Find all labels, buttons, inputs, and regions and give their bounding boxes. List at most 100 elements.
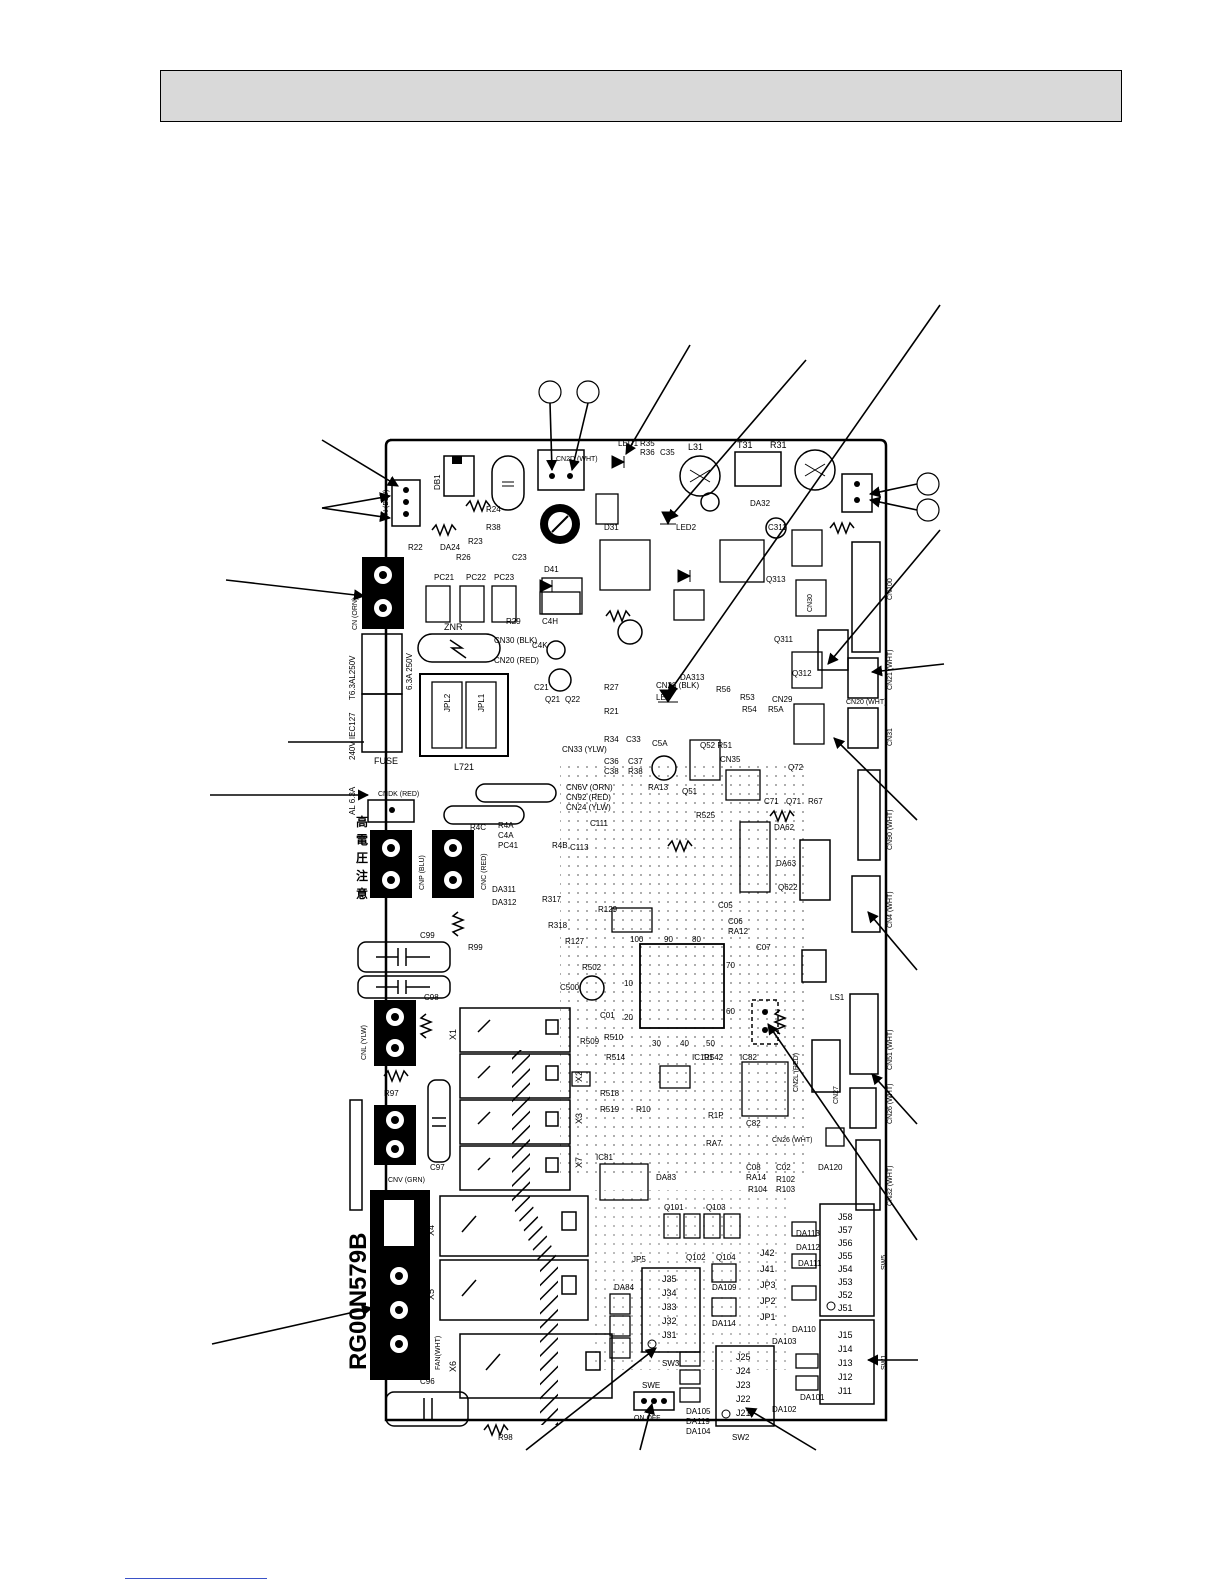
- svg-text:C21: C21: [534, 683, 549, 692]
- hv-caution: 高 電 圧 注 意: [356, 814, 368, 901]
- trace-area: [560, 760, 810, 1180]
- sw2-switch: J25 J24 J23 J22 J21 SW2: [715, 1345, 775, 1442]
- svg-text:J23: J23: [736, 1380, 751, 1390]
- svg-text:JP3: JP3: [760, 1280, 776, 1290]
- jumper-pads: [443, 783, 557, 825]
- terminal-labels: CNP (BLU) CNC (RED) CNL (YLW) CNV (GRN) …: [361, 853, 488, 1370]
- svg-text:50: 50: [706, 1039, 715, 1048]
- svg-text:X3: X3: [574, 1113, 584, 1124]
- sw5-switch: J58 J57 J56 J55 J54 J53 J52 J51 SW5: [819, 1203, 888, 1317]
- svg-text:C36: C36: [604, 757, 619, 766]
- svg-text:CN28 (BLK): CN28 (BLK): [656, 681, 699, 690]
- terminal-cnv: [374, 1105, 416, 1165]
- svg-text:CN51 (WHT): CN51 (WHT): [887, 1030, 894, 1070]
- svg-text:PC23: PC23: [494, 573, 515, 582]
- svg-text:RA14: RA14: [746, 1173, 767, 1182]
- svg-text:L31: L31: [688, 442, 703, 452]
- svg-text:CN30: CN30: [807, 594, 814, 612]
- svg-text:R129: R129: [598, 905, 618, 914]
- svg-text:CN33 (YLW): CN33 (YLW): [562, 745, 607, 754]
- board-model-id: RG00N579B: [345, 1233, 372, 1370]
- svg-text:IC82: IC82: [740, 1053, 757, 1062]
- svg-text:X5: X5: [426, 1289, 436, 1300]
- svg-text:JP2: JP2: [760, 1296, 776, 1306]
- misc-components: [425, 493, 845, 1403]
- led1-diode: [611, 455, 626, 469]
- svg-text:圧: 圧: [356, 851, 368, 865]
- svg-text:CN26 (WHT): CN26 (WHT): [772, 1137, 812, 1144]
- svg-text:J51: J51: [838, 1303, 853, 1313]
- svg-text:注: 注: [356, 868, 368, 883]
- svg-text:Q71: Q71: [786, 797, 802, 806]
- svg-text:DA111: DA111: [798, 1259, 822, 1268]
- svg-text:R34: R34: [604, 735, 619, 744]
- svg-text:J31: J31: [662, 1330, 677, 1340]
- svg-text:R102: R102: [776, 1175, 796, 1184]
- svg-text:J11: J11: [838, 1386, 852, 1396]
- footer-link-underline[interactable]: [125, 1578, 267, 1579]
- svg-text:R509: R509: [580, 1037, 600, 1046]
- svg-text:J13: J13: [838, 1358, 853, 1368]
- svg-text:C5A: C5A: [652, 739, 668, 748]
- svg-text:SW2: SW2: [732, 1433, 750, 1442]
- znr-varistor: ZNR: [417, 622, 501, 663]
- svg-text:高: 高: [356, 814, 368, 829]
- svg-text:R4C: R4C: [470, 823, 486, 832]
- svg-text:20: 20: [624, 1013, 633, 1022]
- svg-text:70: 70: [726, 961, 735, 970]
- svg-text:電: 電: [356, 833, 368, 847]
- terminal-cnl: [374, 1000, 416, 1066]
- svg-text:C500: C500: [560, 983, 580, 992]
- svg-text:CN26 (WHT): CN26 (WHT): [887, 1084, 894, 1124]
- svg-text:R54: R54: [742, 705, 757, 714]
- svg-text:X6: X6: [448, 1361, 458, 1372]
- svg-text:90: 90: [664, 935, 673, 944]
- svg-text:C111: C111: [590, 819, 608, 828]
- svg-text:RA12: RA12: [728, 927, 749, 936]
- svg-text:CNDK (RED): CNDK (RED): [378, 791, 419, 798]
- svg-text:CN (ORN): CN (ORN): [352, 598, 359, 630]
- svg-text:CN (BLU): CN (BLU): [383, 490, 390, 520]
- svg-text:R103: R103: [776, 1185, 796, 1194]
- svg-text:C97: C97: [430, 1163, 445, 1172]
- svg-text:RA7: RA7: [706, 1139, 722, 1148]
- right-connectors: [799, 541, 881, 1211]
- svg-text:R519: R519: [600, 1105, 620, 1114]
- svg-text:R35: R35: [640, 439, 655, 448]
- svg-text:J54: J54: [838, 1264, 853, 1274]
- svg-text:LED: LED: [656, 693, 672, 702]
- svg-text:DB1: DB1: [433, 474, 442, 490]
- svg-text:DA83: DA83: [656, 1173, 677, 1182]
- svg-text:JP5: JP5: [632, 1255, 646, 1264]
- svg-text:R38: R38: [486, 523, 501, 532]
- svg-text:LED2: LED2: [676, 523, 697, 532]
- svg-text:CN27: CN27: [833, 1086, 840, 1104]
- svg-text:Q51: Q51: [682, 787, 698, 796]
- svg-text:DA63: DA63: [776, 859, 797, 868]
- svg-text:DA110: DA110: [792, 1325, 816, 1334]
- svg-text:R10: R10: [636, 1105, 651, 1114]
- svg-text:R525: R525: [696, 811, 716, 820]
- d31-diode: [677, 569, 692, 583]
- ic101-mcu: 100 90 80 70 60 50 40 30 20 10: [624, 935, 735, 1048]
- svg-text:DA119: DA119: [686, 1417, 710, 1426]
- svg-text:Q52 R51: Q52 R51: [700, 741, 733, 750]
- svg-text:SW3: SW3: [662, 1359, 680, 1368]
- jp-pins: J42 J41 JP3 JP2 JP1: [760, 1248, 776, 1322]
- l31-coil: L31: [679, 442, 721, 497]
- svg-text:SW1: SW1: [881, 1355, 888, 1370]
- svg-text:DA103: DA103: [772, 1337, 797, 1346]
- svg-text:J25: J25: [736, 1352, 751, 1362]
- svg-text:C4K: C4K: [532, 641, 548, 650]
- svg-text:DA113: DA113: [796, 1229, 820, 1238]
- svg-text:Q313: Q313: [766, 575, 786, 584]
- svg-text:J52: J52: [838, 1290, 853, 1300]
- svg-text:J53: J53: [838, 1277, 853, 1287]
- svg-text:DA32: DA32: [750, 499, 771, 508]
- svg-text:SW5: SW5: [881, 1255, 888, 1270]
- svg-text:Q104: Q104: [716, 1253, 736, 1262]
- svg-text:CN35: CN35: [720, 755, 741, 764]
- terminal-cnp: [370, 830, 412, 898]
- svg-text:DA312: DA312: [492, 898, 517, 907]
